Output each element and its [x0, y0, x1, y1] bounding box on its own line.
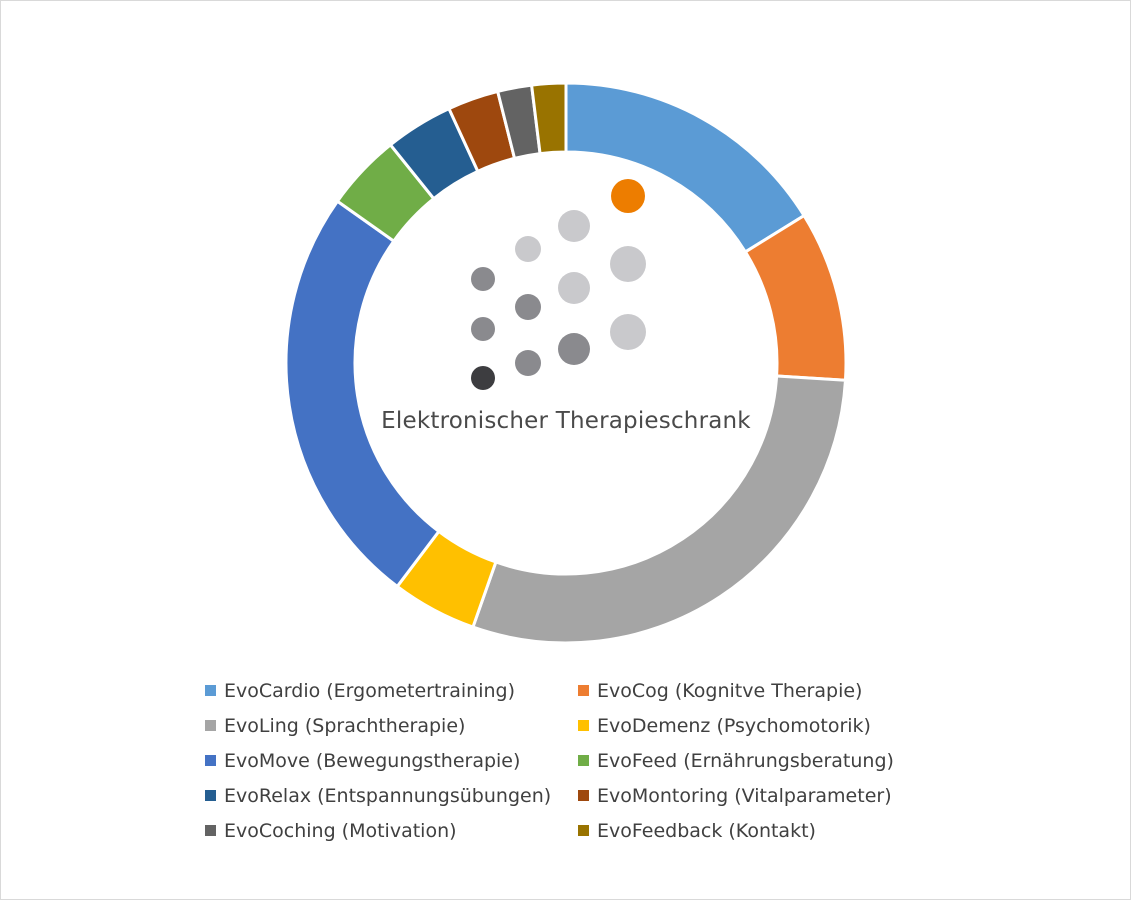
legend-label: EvoLing (Sprachtherapie) — [224, 714, 466, 737]
logo-dot — [471, 317, 495, 341]
legend-item: EvoMove (Bewegungstherapie) — [205, 746, 578, 775]
doughnut-slice-10 — [529, 81, 568, 156]
legend-label: EvoFeedback (Kontakt) — [597, 819, 816, 842]
logo-dot — [610, 314, 646, 350]
legend-swatch — [205, 720, 216, 731]
legend-item: EvoFeed (Ernährungsberatung) — [578, 746, 958, 775]
legend-swatch — [205, 790, 216, 801]
legend-label: EvoRelax (Entspannungsübungen) — [224, 784, 552, 807]
legend-label: EvoCoching (Motivation) — [224, 819, 457, 842]
legend-item: EvoCoching (Motivation) — [205, 816, 578, 845]
legend-item: EvoLing (Sprachtherapie) — [205, 711, 578, 740]
doughnut-slice-5 — [284, 199, 441, 589]
legend-item: EvoDemenz (Psychomotorik) — [578, 711, 958, 740]
legend-swatch — [205, 685, 216, 696]
logo-dot — [471, 267, 495, 291]
doughnut-slice-1 — [564, 81, 807, 254]
legend-swatch — [578, 685, 589, 696]
chart-legend: EvoCardio (Ergometertraining) EvoCog (Kog… — [205, 676, 965, 851]
logo-dot — [610, 246, 646, 282]
legend-label: EvoCog (Kognitve Therapie) — [597, 679, 863, 702]
legend-item: EvoCardio (Ergometertraining) — [205, 676, 578, 705]
legend-swatch — [578, 825, 589, 836]
legend-item: EvoRelax (Entspannungsübungen) — [205, 781, 578, 810]
logo-dot — [515, 350, 541, 376]
legend-label: EvoMove (Bewegungstherapie) — [224, 749, 521, 772]
doughnut-slice-3 — [471, 374, 848, 645]
logo-dot — [515, 294, 541, 320]
logo-dot — [558, 333, 590, 365]
legend-swatch — [578, 755, 589, 766]
logo-dot — [611, 179, 645, 213]
legend-swatch — [205, 825, 216, 836]
legend-label: EvoFeed (Ernährungsberatung) — [597, 749, 894, 772]
legend-item: EvoFeedback (Kontakt) — [578, 816, 958, 845]
dot-grid-logo — [471, 179, 646, 390]
legend-item: EvoMontoring (Vitalparameter) — [578, 781, 958, 810]
logo-dot — [558, 272, 590, 304]
legend-label: EvoMontoring (Vitalparameter) — [597, 784, 892, 807]
legend-label: EvoDemenz (Psychomotorik) — [597, 714, 871, 737]
logo-dot — [515, 236, 541, 262]
legend-swatch — [205, 755, 216, 766]
chart-title: Elektronischer Therapieschrank — [381, 408, 751, 434]
logo-dot — [471, 366, 495, 390]
legend-label: EvoCardio (Ergometertraining) — [224, 679, 516, 702]
legend-swatch — [578, 720, 589, 731]
doughnut-slices — [284, 81, 848, 645]
legend-item: EvoCog (Kognitve Therapie) — [578, 676, 958, 705]
logo-dot — [558, 210, 590, 242]
legend-swatch — [578, 790, 589, 801]
